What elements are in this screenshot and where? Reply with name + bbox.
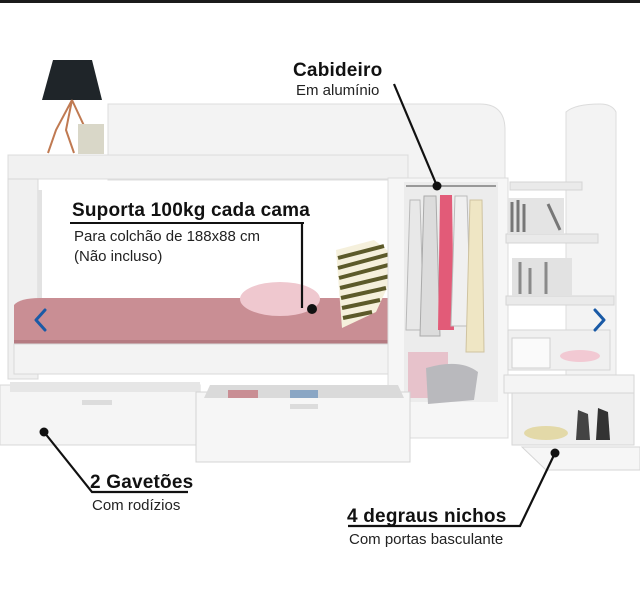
step-top	[503, 374, 635, 394]
clothes-on-hangers	[405, 195, 485, 353]
shoes	[524, 408, 610, 440]
lower-bed-frame	[13, 343, 403, 375]
previous-image-button[interactable]	[26, 300, 54, 340]
cabideiro-title: Cabideiro	[293, 60, 383, 81]
next-image-button[interactable]	[586, 300, 614, 340]
step-door	[520, 446, 640, 471]
gavetoes-subtitle: Com rodízios	[92, 497, 181, 514]
gavetoes-title: 2 Gavetões	[90, 472, 194, 493]
callout-lines	[43, 83, 556, 528]
degraus-title: 4 degraus nichos	[347, 506, 507, 527]
suporta-underline	[70, 222, 304, 224]
step-shelves	[505, 181, 615, 371]
suporta-title: Suporta 100kg cada cama	[72, 200, 310, 221]
stair-side-panel	[565, 103, 617, 405]
lamp-icon	[42, 60, 104, 154]
callout-dots	[39, 181, 560, 458]
top-border	[0, 0, 640, 3]
striped-cushion	[336, 240, 400, 328]
degraus-subtitle: Com portas basculante	[349, 531, 504, 548]
suporta-line-1: Para colchão de 188x88 cm	[74, 228, 260, 245]
pillow	[240, 282, 320, 316]
cabideiro-subtitle: Em alumínio	[296, 82, 380, 99]
suporta-line-2: (Não incluso)	[74, 248, 163, 265]
drawer-right	[195, 391, 411, 463]
grey-cushion	[426, 363, 478, 404]
drawer-left	[0, 384, 201, 446]
chevron-left-icon	[34, 308, 47, 332]
upper-bed-rail	[7, 154, 409, 180]
chevron-right-icon	[593, 308, 606, 332]
